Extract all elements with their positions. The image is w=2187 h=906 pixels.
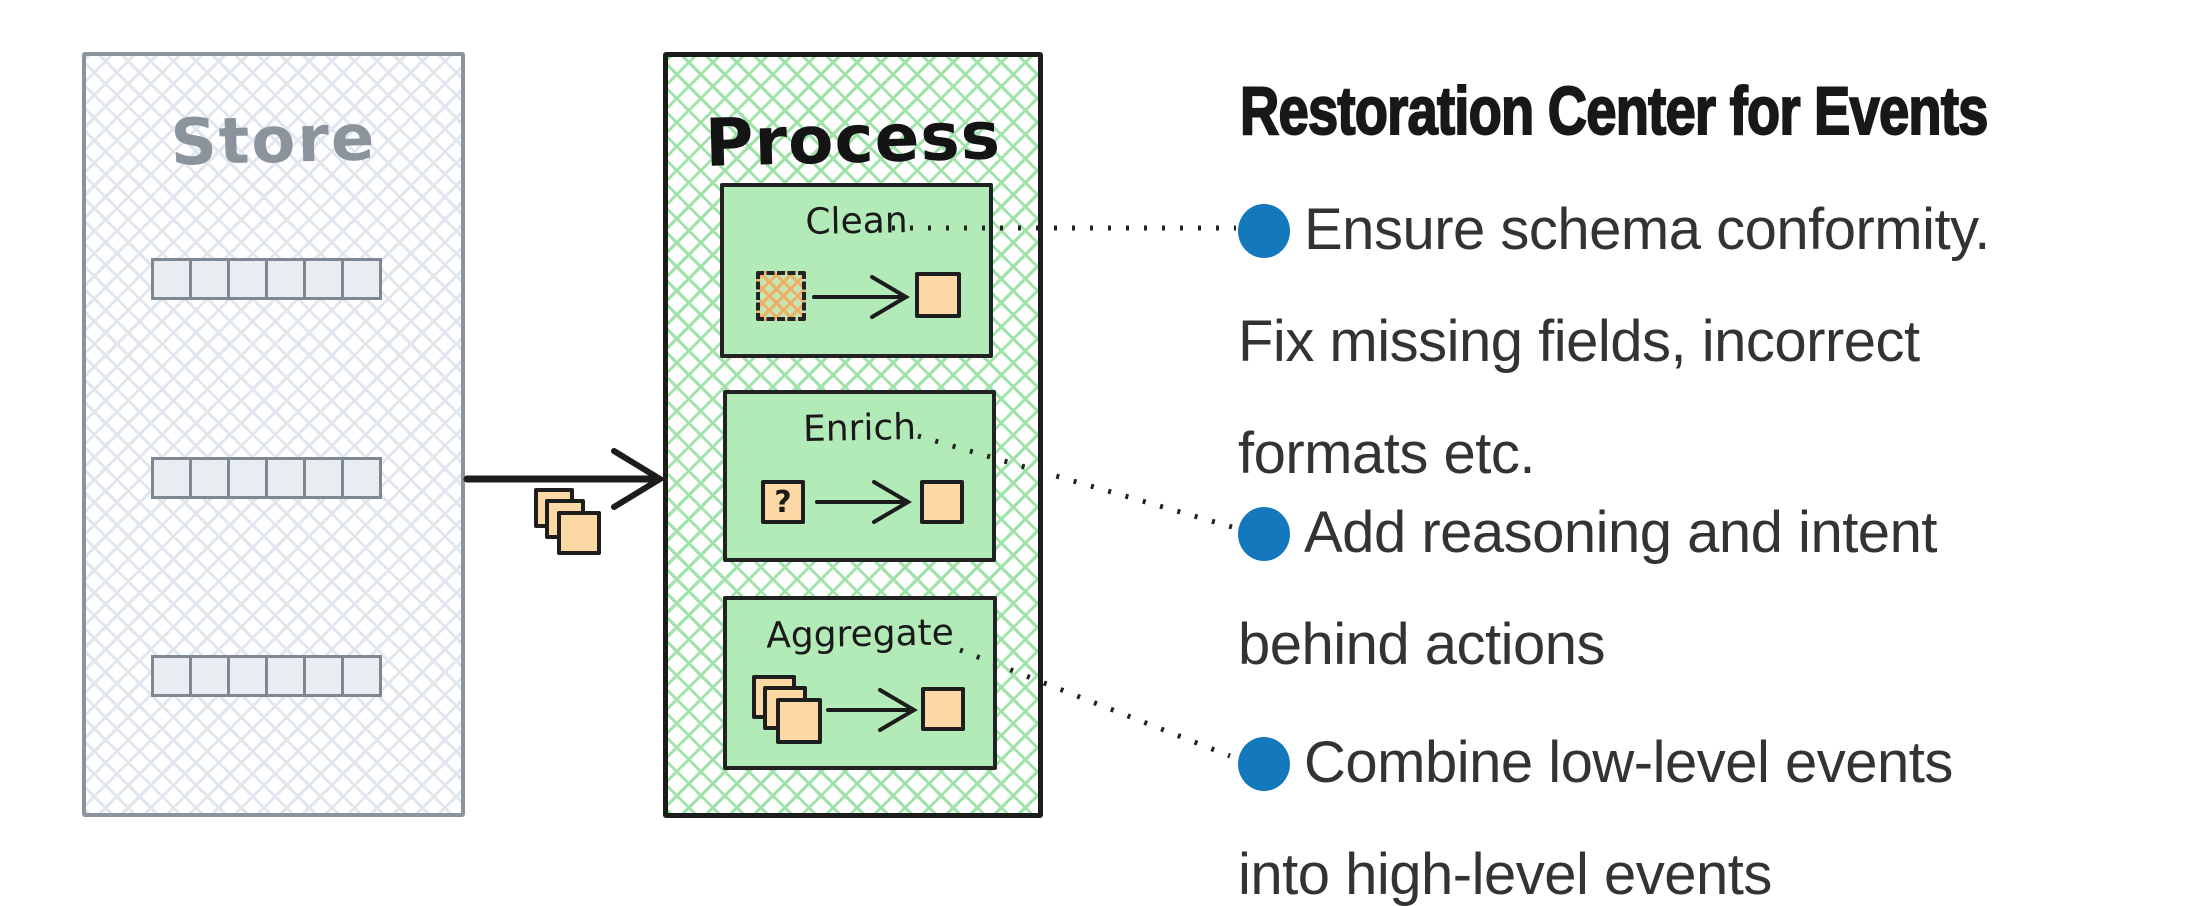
store-cell: [189, 655, 230, 697]
notes-title: Restoration Center for Events: [1239, 72, 2175, 150]
event-doc-front-icon: [557, 511, 601, 555]
note-line: Add reasoning and intent: [1304, 500, 1937, 565]
store-cell: [151, 258, 192, 300]
bullet-dot-icon: [1238, 204, 1290, 258]
note-line: Ensure schema conformity.: [1304, 197, 1990, 262]
high-level-event-icon: [921, 687, 965, 731]
store-cell: [151, 655, 192, 697]
store-cell: [227, 655, 268, 697]
store-box: Store: [82, 52, 465, 817]
step-enrich-label: Enrich: [802, 407, 917, 450]
store-row: [151, 258, 382, 300]
store-cell: [303, 258, 344, 300]
note-aggregate: Combine low-level events into high-level…: [1238, 707, 2178, 906]
dirty-event-icon: [756, 271, 806, 321]
store-cell: [265, 258, 306, 300]
note-line: formats etc.: [1238, 421, 1535, 486]
step-aggregate-label: Aggregate: [765, 612, 955, 657]
step-clean-label: Clean: [805, 200, 908, 243]
unknown-event-icon: ?: [761, 480, 805, 524]
store-row: [151, 655, 382, 697]
note-line: Combine low-level events: [1304, 730, 1953, 795]
store-cell: [303, 655, 344, 697]
store-cell: [227, 457, 268, 499]
store-cell: [189, 457, 230, 499]
process-title: Process: [704, 97, 1002, 182]
bullet-dot-icon: [1238, 507, 1290, 561]
note-line: into high-level events: [1238, 842, 1772, 906]
store-cell: [265, 655, 306, 697]
enriched-event-icon: [920, 480, 964, 524]
clean-event-icon: [915, 272, 961, 318]
step-enrich: Enrich: [723, 390, 996, 562]
low-level-event-front-icon: [776, 698, 822, 744]
store-cell: [341, 655, 382, 697]
store-cell: [189, 258, 230, 300]
step-clean: Clean: [720, 183, 993, 358]
note-clean: Ensure schema conformity. Fix missing fi…: [1238, 174, 2178, 510]
note-enrich: Add reasoning and intent behind actions: [1238, 477, 2178, 701]
store-cell: [341, 258, 382, 300]
bullet-dot-icon: [1238, 737, 1290, 791]
notes-title-text: Restoration Center for Events: [1239, 72, 1989, 150]
store-cell: [303, 457, 344, 499]
store-row: [151, 457, 382, 499]
store-cell: [341, 457, 382, 499]
store-cell: [151, 457, 192, 499]
store-title: Store: [169, 101, 378, 181]
store-cell: [265, 457, 306, 499]
note-line: behind actions: [1238, 612, 1606, 677]
note-line: Fix missing fields, incorrect: [1238, 309, 1920, 374]
store-cell: [227, 258, 268, 300]
